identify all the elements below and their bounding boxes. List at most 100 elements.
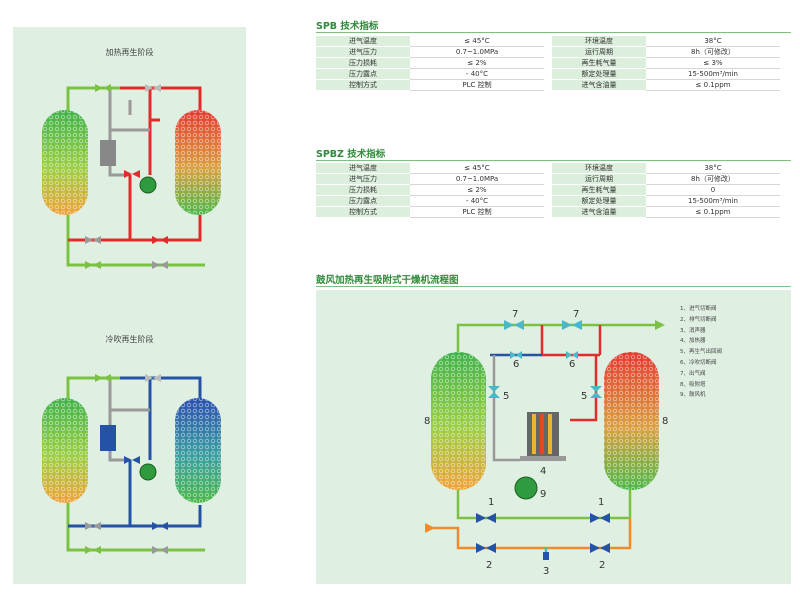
num-8-right: 8 bbox=[662, 416, 668, 427]
spec-value: PLC 控制 bbox=[410, 206, 548, 218]
spec-value: 0.7~1.0MPa bbox=[410, 173, 548, 185]
spec-label: 进气压力 bbox=[316, 46, 410, 58]
legend-item: 3、消声器 bbox=[680, 327, 706, 334]
spec-value: 8h（可修改） bbox=[646, 173, 780, 185]
spec-value: ≤ 3% bbox=[646, 57, 780, 69]
num-2-left: 2 bbox=[486, 560, 492, 571]
flow-title: 鼓风加热再生吸附式干燥机流程图 bbox=[316, 275, 459, 286]
legend-item: 8、吸附塔 bbox=[680, 381, 706, 388]
cooling-stage-title: 冷吹再生阶段 bbox=[105, 335, 154, 344]
spec-value: - 40°C bbox=[410, 195, 548, 207]
spec-label: 压力露点 bbox=[316, 68, 410, 80]
num-7-left: 7 bbox=[512, 309, 518, 320]
num-4: 4 bbox=[540, 466, 546, 477]
spec-value: ≤ 0.1ppm bbox=[646, 79, 780, 91]
spec-row: 压力损耗≤ 2%再生耗气量≤ 3% bbox=[316, 57, 780, 69]
spec-label: 进气含油量 bbox=[544, 79, 646, 91]
blower-icon bbox=[139, 463, 157, 481]
spec-value: PLC 控制 bbox=[410, 79, 548, 91]
spec-label: 环境温度 bbox=[544, 36, 646, 47]
spec-value: ≤ 0.1ppm bbox=[646, 206, 780, 218]
spec-value: 0 bbox=[646, 184, 780, 196]
valve-icons bbox=[476, 320, 610, 560]
spec-value: 0.7~1.0MPa bbox=[410, 46, 548, 58]
spec-value: - 40°C bbox=[410, 68, 548, 80]
spec-label: 压力损耗 bbox=[316, 57, 410, 69]
num-1-left: 1 bbox=[488, 497, 494, 508]
spec-label: 运行周期 bbox=[544, 46, 646, 58]
num-5-right: 5 bbox=[581, 391, 587, 402]
legend-item: 6、冷吹切断阀 bbox=[680, 359, 717, 366]
spec-value: 38°C bbox=[646, 163, 780, 174]
legend-item: 4、加热器 bbox=[680, 338, 706, 345]
spec-value: ≤ 45°C bbox=[410, 36, 548, 47]
num-9: 9 bbox=[540, 489, 546, 500]
spbz-title: SPBZ 技术指标 bbox=[316, 149, 386, 160]
spec-value: 38°C bbox=[646, 36, 780, 47]
spec-label: 进气温度 bbox=[316, 36, 410, 47]
spec-value: ≤ 45°C bbox=[410, 163, 548, 174]
spec-label: 进气温度 bbox=[316, 163, 410, 174]
valve-icons bbox=[85, 84, 168, 269]
spb-rule bbox=[316, 32, 791, 33]
spec-label: 控制方式 bbox=[316, 206, 410, 218]
outlet-arrow-icon bbox=[655, 320, 665, 330]
spec-value: ≤ 2% bbox=[410, 184, 548, 196]
spbz-rule bbox=[316, 160, 791, 161]
num-6-right: 6 bbox=[569, 359, 575, 370]
spec-label: 压力露点 bbox=[316, 195, 410, 207]
spec-label: 环境温度 bbox=[544, 163, 646, 174]
spec-value: 15-500m³/min bbox=[646, 68, 780, 80]
spec-label: 再生耗气量 bbox=[544, 57, 646, 69]
num-1-right: 1 bbox=[598, 497, 604, 508]
legend-item: 7、出气阀 bbox=[680, 370, 706, 377]
blower-icon bbox=[514, 476, 538, 500]
num-2-right: 2 bbox=[599, 560, 605, 571]
heating-stage-title: 加热再生阶段 bbox=[105, 48, 154, 57]
spb-title: SPB 技术指标 bbox=[316, 21, 379, 32]
inlet-arrow-icon bbox=[425, 523, 435, 533]
spec-label: 额定处理量 bbox=[544, 68, 646, 80]
spec-value: ≤ 2% bbox=[410, 57, 548, 69]
num-3: 3 bbox=[543, 566, 549, 577]
heater-icon bbox=[100, 140, 116, 166]
blower-icon bbox=[139, 176, 157, 194]
num-5-left: 5 bbox=[503, 391, 509, 402]
component-numbers: 1 1 2 2 3 4 5 5 6 6 7 7 8 8 9 bbox=[424, 309, 668, 577]
legend-item: 9、鼓风机 bbox=[680, 392, 706, 399]
num-6-left: 6 bbox=[513, 359, 519, 370]
spec-label: 压力损耗 bbox=[316, 184, 410, 196]
heater-icon bbox=[100, 425, 116, 451]
cooling-stage-diagram bbox=[42, 374, 221, 554]
legend-item: 1、进气切断阀 bbox=[680, 306, 717, 312]
valve-icons bbox=[85, 374, 168, 554]
spec-label: 控制方式 bbox=[316, 79, 410, 91]
num-8-left: 8 bbox=[424, 416, 430, 427]
spec-value: 8h（可修改） bbox=[646, 46, 780, 58]
spec-label: 再生耗气量 bbox=[544, 184, 646, 196]
spec-value: 15-500m³/min bbox=[646, 195, 780, 207]
spec-label: 进气压力 bbox=[316, 173, 410, 185]
spec-label: 运行周期 bbox=[544, 173, 646, 185]
flow-rule bbox=[316, 286, 791, 287]
spec-label: 额定处理量 bbox=[544, 195, 646, 207]
num-7-right: 7 bbox=[573, 309, 579, 320]
legend-item: 5、再生气出回阀 bbox=[680, 349, 722, 356]
legend-item: 2、排气切断阀 bbox=[680, 316, 717, 323]
component-legend: 1、进气切断阀 2、排气切断阀 3、消声器 4、加热器 5、再生气出回阀 6、冷吹切断阀 7… bbox=[680, 304, 722, 401]
heating-stage-diagram bbox=[42, 84, 221, 269]
spec-label: 进气含油量 bbox=[544, 206, 646, 218]
